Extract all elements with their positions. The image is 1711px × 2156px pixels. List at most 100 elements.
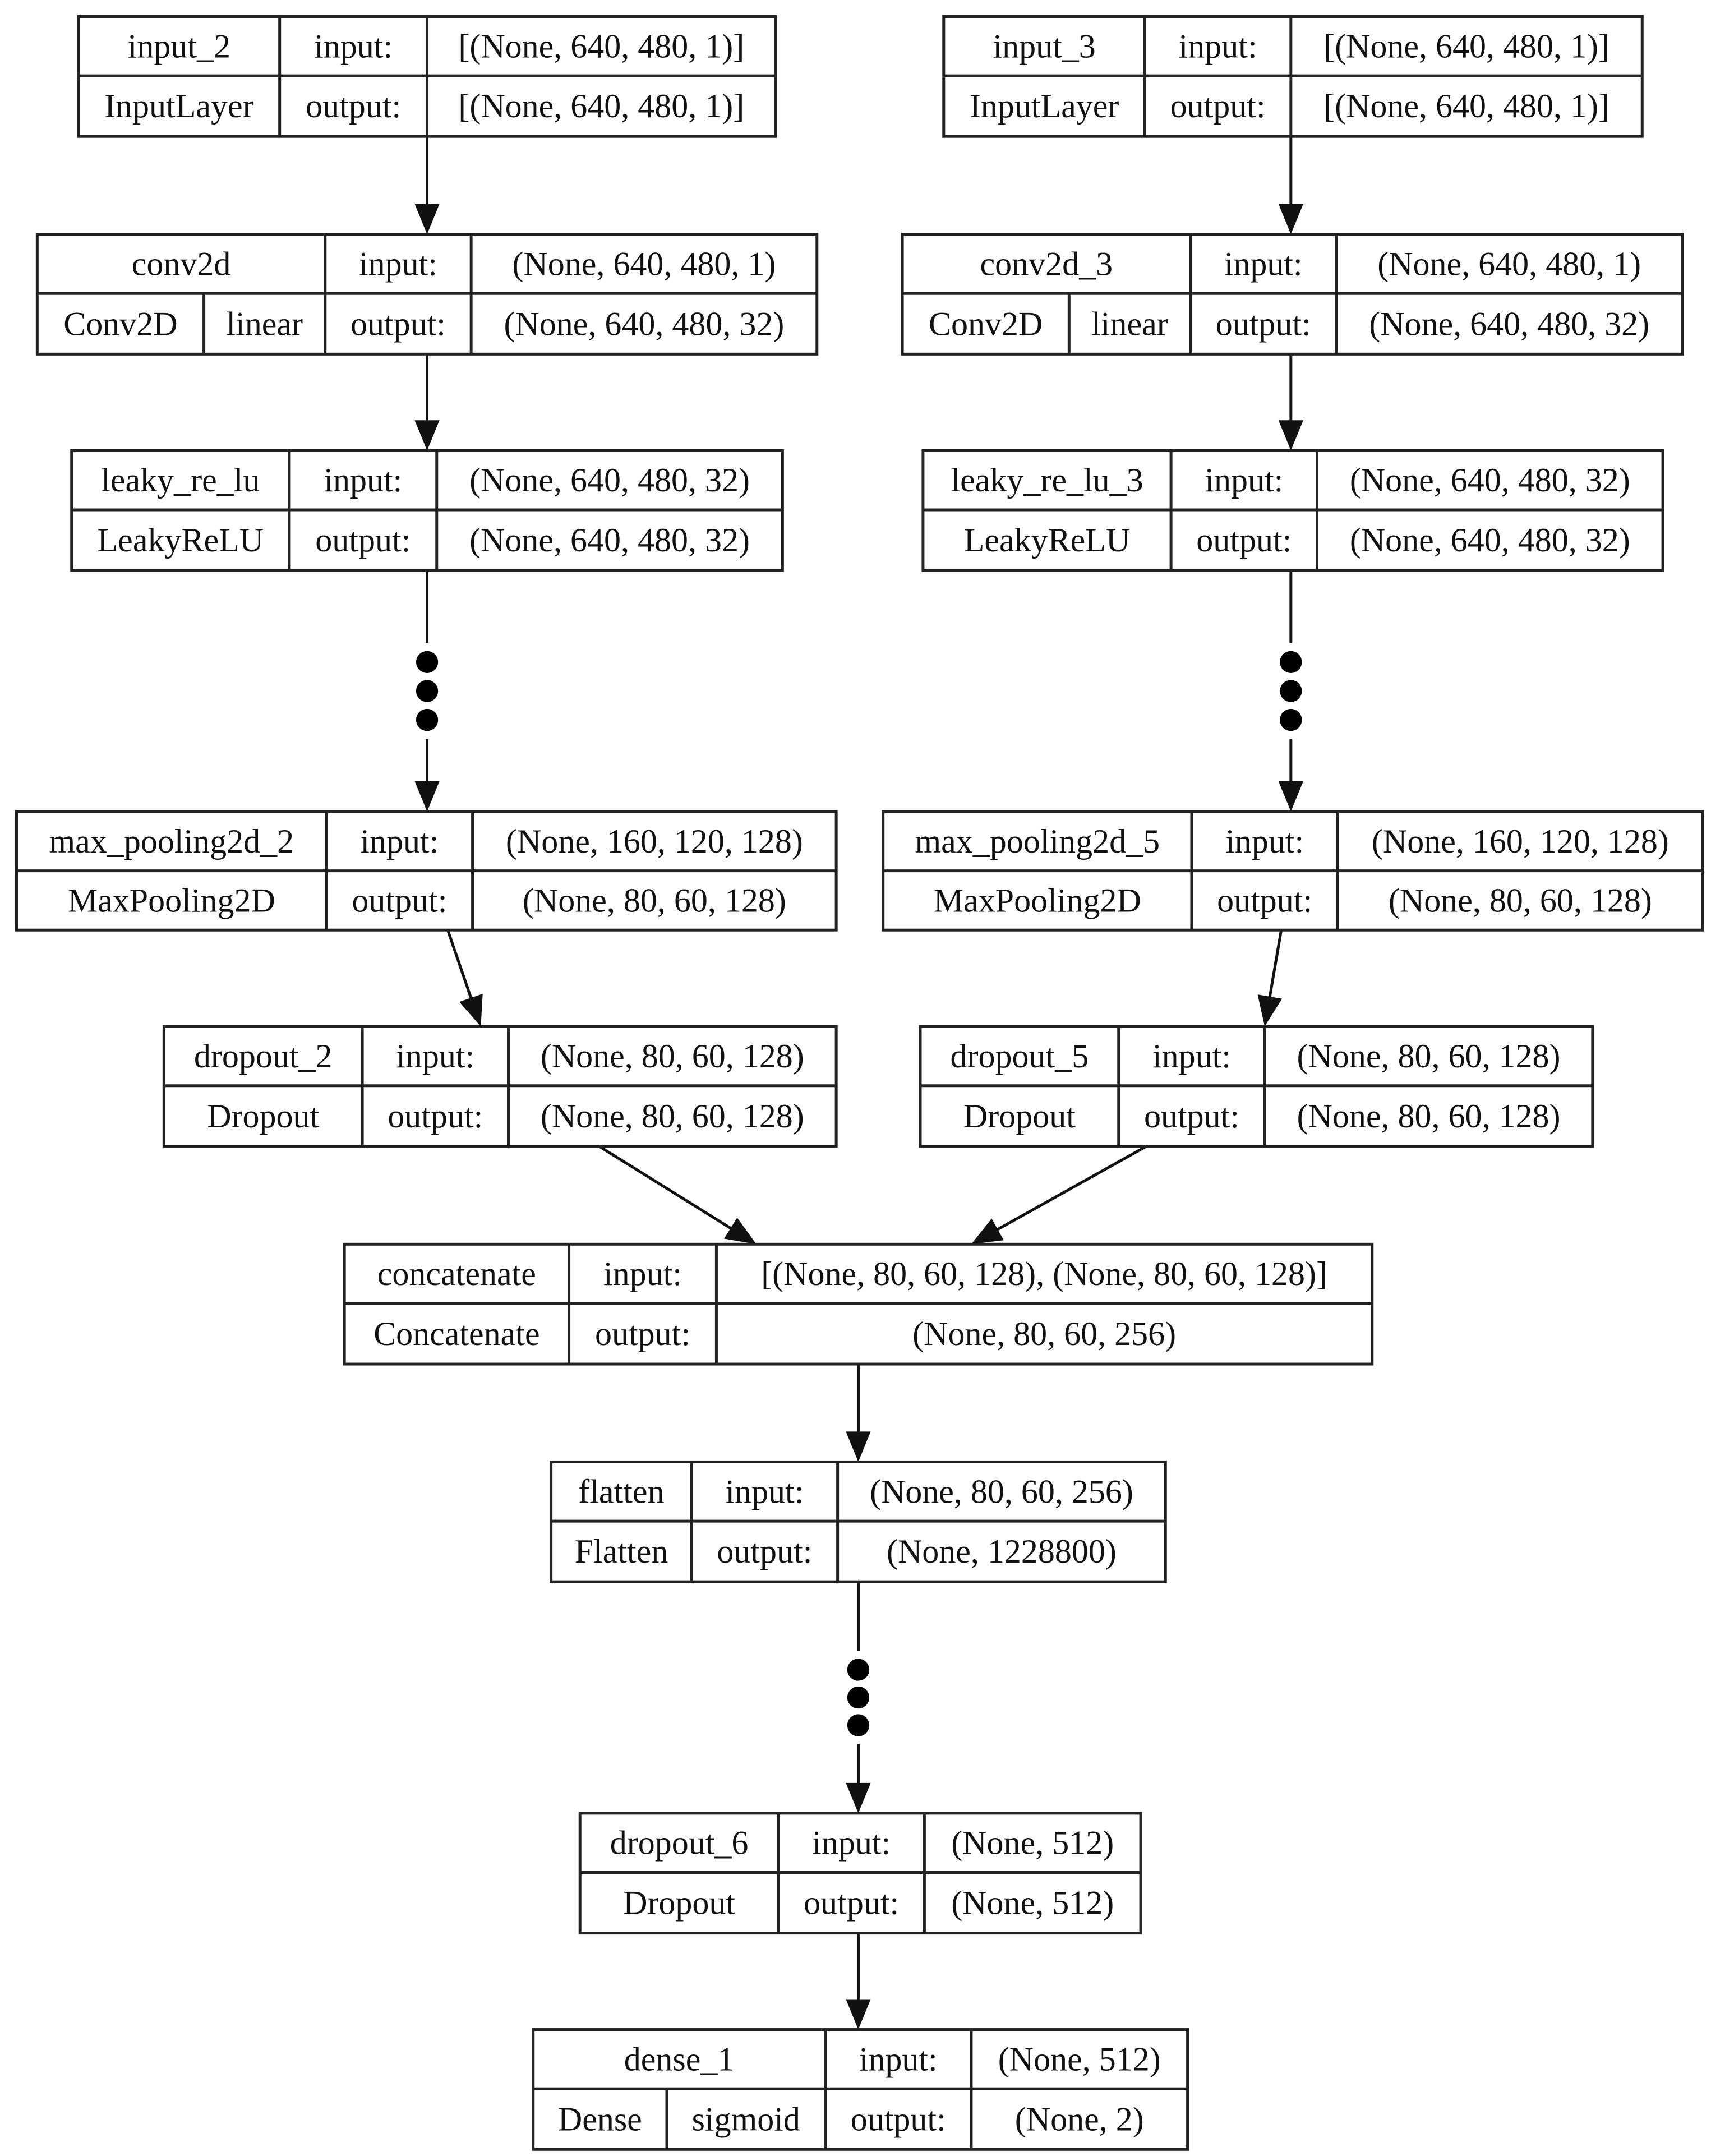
input-label: input: bbox=[1225, 823, 1304, 860]
layer-name: leaky_re_lu bbox=[101, 462, 260, 499]
output-label: output: bbox=[1196, 522, 1292, 559]
arrow-head bbox=[459, 993, 483, 1027]
output-label: output: bbox=[1216, 305, 1311, 342]
input-label: input: bbox=[396, 1038, 474, 1075]
input-label: input: bbox=[725, 1473, 804, 1510]
output-shape: (None, 640, 480, 32) bbox=[469, 522, 750, 559]
layer-name: dropout_2 bbox=[194, 1038, 333, 1075]
layer-type: Dropout bbox=[207, 1098, 319, 1135]
output-shape: (None, 512) bbox=[951, 1885, 1114, 1922]
edge-line bbox=[598, 1145, 734, 1231]
output-shape: (None, 80, 60, 256) bbox=[912, 1315, 1176, 1352]
arrow-head bbox=[846, 1999, 871, 2030]
output-shape: (None, 80, 60, 128) bbox=[523, 882, 786, 919]
layer-name: leaky_re_lu_3 bbox=[951, 462, 1143, 499]
edge-leaky_re_lu_3-to-max_pooling2d_5 bbox=[1278, 570, 1303, 812]
output-label: output: bbox=[352, 882, 447, 919]
edge-dropout_5-to-concatenate bbox=[971, 1145, 1147, 1245]
output-shape: (None, 640, 480, 32) bbox=[1350, 522, 1630, 559]
output-shape: (None, 80, 60, 128) bbox=[1297, 1098, 1561, 1135]
input-label: input: bbox=[314, 27, 393, 65]
output-shape: [(None, 640, 480, 1)] bbox=[458, 87, 744, 125]
input-shape: (None, 80, 60, 128) bbox=[1297, 1038, 1561, 1075]
output-shape: (None, 640, 480, 32) bbox=[504, 305, 784, 342]
arrow-head bbox=[414, 781, 440, 812]
layer-name: concatenate bbox=[377, 1255, 536, 1292]
layer-name: input_2 bbox=[128, 27, 230, 65]
layer-type: Conv2D bbox=[63, 305, 177, 342]
output-shape: (None, 1228800) bbox=[887, 1533, 1117, 1570]
output-label: output: bbox=[717, 1533, 812, 1570]
input-label: input: bbox=[812, 1825, 891, 1862]
edge-concatenate-to-flatten bbox=[846, 1364, 871, 1462]
input-shape: [(None, 80, 60, 128), (None, 80, 60, 128… bbox=[761, 1255, 1327, 1292]
input-label: input: bbox=[359, 245, 437, 282]
output-shape: (None, 640, 480, 32) bbox=[1369, 305, 1649, 342]
ellipsis-dot bbox=[416, 651, 439, 674]
layer-name: conv2d bbox=[132, 245, 231, 282]
layer-activation: linear bbox=[226, 305, 303, 342]
edge-line bbox=[446, 929, 473, 1001]
input-shape: (None, 80, 60, 128) bbox=[541, 1038, 804, 1075]
layer-name: max_pooling2d_2 bbox=[49, 823, 294, 860]
ellipsis-dot bbox=[847, 1659, 870, 1681]
input-label: input: bbox=[859, 2040, 938, 2077]
ellipsis-dot bbox=[1280, 708, 1302, 731]
input-label: input: bbox=[603, 1255, 682, 1292]
layer-node-leaky_re_lu: leaky_re_luLeakyReLUinput:output:(None, … bbox=[70, 449, 784, 572]
layer-name: dropout_6 bbox=[610, 1825, 749, 1862]
layer-name: max_pooling2d_5 bbox=[915, 823, 1160, 860]
input-label: input: bbox=[360, 823, 439, 860]
input-shape: (None, 160, 120, 128) bbox=[1372, 823, 1669, 860]
input-shape: (None, 512) bbox=[951, 1825, 1114, 1862]
input-shape: (None, 160, 120, 128) bbox=[506, 823, 803, 860]
input-shape: (None, 640, 480, 1) bbox=[512, 245, 776, 282]
layer-type: Concatenate bbox=[373, 1315, 540, 1352]
output-shape: (None, 80, 60, 128) bbox=[1389, 882, 1652, 919]
layer-type: MaxPooling2D bbox=[68, 882, 275, 919]
input-label: input: bbox=[1179, 27, 1257, 65]
output-label: output: bbox=[804, 1885, 899, 1922]
input-shape: (None, 512) bbox=[998, 2040, 1161, 2077]
input-shape: (None, 640, 480, 32) bbox=[469, 462, 750, 499]
layer-type: Flatten bbox=[575, 1533, 668, 1570]
output-label: output: bbox=[1170, 87, 1266, 125]
arrow-head bbox=[724, 1217, 757, 1245]
output-label: output: bbox=[350, 305, 446, 342]
edge-input_2-to-conv2d bbox=[414, 136, 440, 234]
layer-type: LeakyReLU bbox=[98, 522, 264, 559]
edge-max_pooling2d_5-to-dropout_5 bbox=[1257, 929, 1283, 1027]
edges-layer bbox=[414, 136, 1303, 2030]
arrow-head bbox=[1257, 994, 1283, 1027]
output-label: output: bbox=[1144, 1098, 1239, 1135]
output-label: output: bbox=[315, 522, 411, 559]
edge-dropout_2-to-concatenate bbox=[598, 1145, 757, 1245]
layer-type: Conv2D bbox=[929, 305, 1043, 342]
layer-type: Dropout bbox=[963, 1098, 1076, 1135]
input-label: input: bbox=[1205, 462, 1283, 499]
input-label: input: bbox=[1224, 245, 1303, 282]
layer-type: LeakyReLU bbox=[964, 522, 1131, 559]
layer-name: dense_1 bbox=[624, 2040, 735, 2077]
edge-line bbox=[994, 1145, 1147, 1232]
layer-name: conv2d_3 bbox=[980, 245, 1113, 282]
input-label: input: bbox=[1152, 1038, 1231, 1075]
layer-node-concatenate: concatenateConcatenateinput:output:[(Non… bbox=[343, 1242, 1374, 1366]
output-label: output: bbox=[306, 87, 401, 125]
arrow-head bbox=[846, 1782, 871, 1813]
edge-flatten-to-dropout_6 bbox=[846, 1582, 871, 1813]
layer-activation: sigmoid bbox=[692, 2100, 800, 2137]
arrow-head bbox=[1278, 420, 1303, 451]
arrow-head bbox=[414, 204, 440, 234]
edge-line bbox=[1267, 929, 1283, 1000]
edge-max_pooling2d_2-to-dropout_2 bbox=[446, 929, 483, 1027]
layer-type: MaxPooling2D bbox=[934, 882, 1141, 919]
